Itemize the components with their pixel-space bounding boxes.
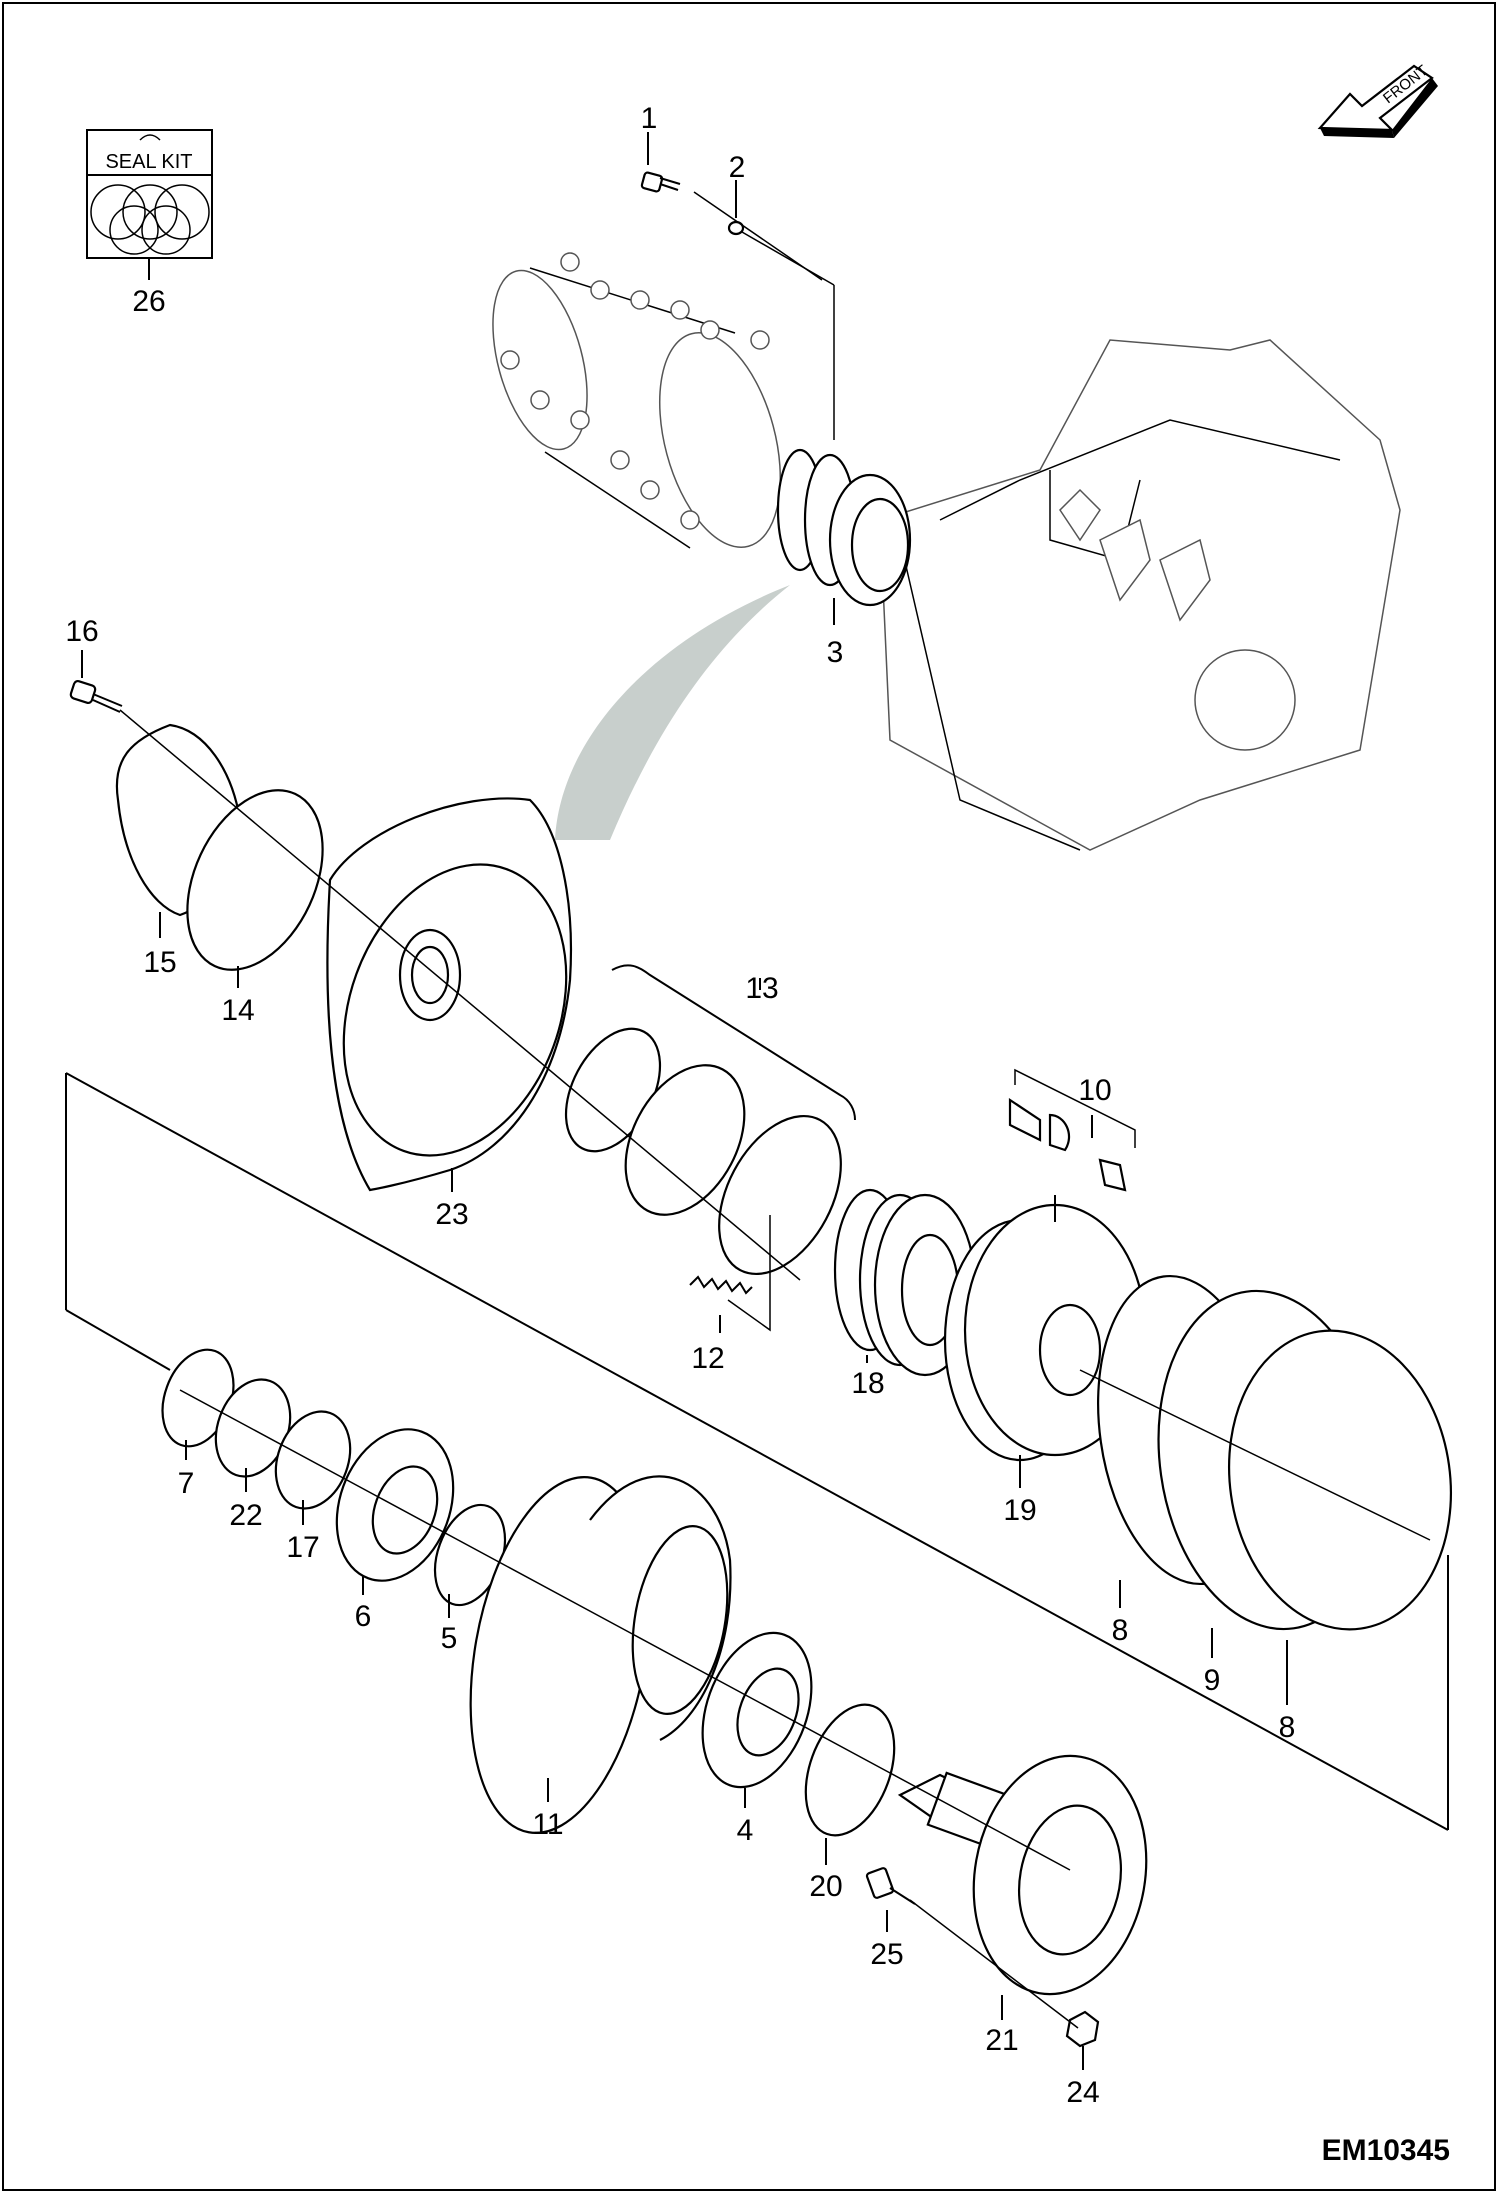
callout-7: 7 <box>178 1467 195 1500</box>
callout-9: 9 <box>1204 1664 1221 1697</box>
callout-4: 4 <box>737 1814 754 1847</box>
bearing-icon <box>701 1631 813 1789</box>
drawing-code: EM10345 <box>1322 2134 1450 2167</box>
callout-25: 25 <box>870 1938 903 1971</box>
drive-motor-icon <box>776 448 912 607</box>
seal-icon <box>804 1703 896 1837</box>
callout-14: 14 <box>221 994 254 1027</box>
callout-26: 26 <box>132 285 165 318</box>
callout-8-left: 8 <box>1112 1614 1129 1647</box>
o-ring-icon <box>1227 1329 1453 1631</box>
callout-18: 18 <box>851 1367 884 1400</box>
callout-8-right: 8 <box>1279 1711 1296 1744</box>
assembly-axis <box>909 1899 1079 2029</box>
callout-20: 20 <box>809 1870 842 1903</box>
callout-2: 2 <box>729 151 746 184</box>
assembly-axis <box>179 1389 1071 1871</box>
callout-5: 5 <box>441 1622 458 1655</box>
bolt-icon <box>640 171 681 193</box>
assembly-axis <box>1079 1369 1431 1541</box>
callout-leaders <box>81 132 1288 2070</box>
washer-icon <box>727 220 745 236</box>
nut-icon <box>1065 2010 1100 2048</box>
callout-16: 16 <box>65 615 98 648</box>
assembly-axis <box>119 709 801 1281</box>
motor-housing-icon <box>326 797 573 1192</box>
seal-ring-icon <box>624 1064 746 1216</box>
machine-frame-icon <box>879 339 1401 851</box>
front-arrow-icon: FRONT <box>1317 62 1438 138</box>
clip-icon <box>1008 1068 1136 1192</box>
callout-19: 19 <box>1003 1494 1036 1527</box>
seal-kit-icon: SEAL KIT <box>86 129 213 280</box>
bolt-icon <box>69 679 123 713</box>
callout-12: 12 <box>691 1342 724 1375</box>
callout-15: 15 <box>143 946 176 979</box>
callout-23: 23 <box>435 1198 468 1231</box>
drum-icon <box>492 252 782 549</box>
callout-6: 6 <box>355 1600 372 1633</box>
drum-hub-icon <box>469 1475 732 1834</box>
callout-13: 13 <box>745 972 778 1005</box>
callout-17: 17 <box>286 1531 319 1564</box>
group-bracket-13 <box>611 964 856 1121</box>
callout-1: 1 <box>641 102 658 135</box>
output-flange-icon <box>897 1754 1148 1996</box>
callout-24: 24 <box>1066 2076 1099 2109</box>
bearing-icon <box>335 1428 455 1582</box>
spacer-icon <box>274 1410 352 1510</box>
seal-kit-label: SEAL KIT <box>105 151 192 173</box>
seal-ring-icon <box>718 1114 842 1276</box>
callout-10: 10 <box>1078 1074 1111 1107</box>
callout-11: 11 <box>532 1808 563 1841</box>
callout-22: 22 <box>229 1499 262 1532</box>
callout-3: 3 <box>827 636 844 669</box>
wheel-stud-icon <box>865 1867 916 1905</box>
o-ring-icon <box>186 789 324 971</box>
spring-icon <box>689 1275 753 1295</box>
zoom-arc-icon <box>555 585 790 840</box>
callout-21: 21 <box>985 2024 1018 2057</box>
assembly-line <box>65 1072 1449 1831</box>
